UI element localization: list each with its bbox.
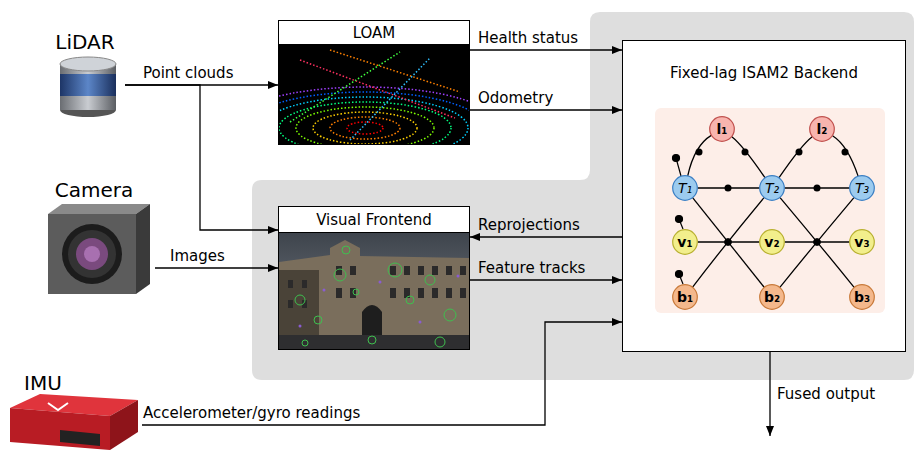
- factor-dot: [725, 239, 732, 246]
- variable-circle: b₁: [672, 284, 698, 310]
- edge-label: Health status: [478, 29, 578, 47]
- module-title: Visual Frontend: [316, 211, 432, 229]
- connector: [693, 198, 764, 287]
- connector: [688, 135, 712, 175]
- connector: [470, 109, 622, 110]
- edge-label: Odometry: [478, 89, 553, 107]
- sensor-device: Camera: [33, 178, 155, 298]
- connector: [780, 198, 854, 288]
- sensor-title: IMU: [2, 371, 142, 395]
- factor-dot: [725, 239, 732, 246]
- connector: [693, 198, 764, 287]
- factor-dot: [796, 149, 803, 156]
- factor-dot: [814, 239, 821, 246]
- variable-circle: T₂: [759, 175, 785, 201]
- sensor-title: LiDAR: [45, 30, 125, 54]
- module-box: Visual Frontend: [278, 206, 470, 350]
- variable-circle: b₃: [849, 284, 875, 310]
- factor-dot: [742, 149, 749, 156]
- factor-dot: [814, 239, 821, 246]
- connector: [155, 267, 278, 268]
- backend-box: Fixed-lag ISAM2 Backend l₁ l₂ T₁ T₂ T₃ v₁ v₂ v₃ b…: [622, 40, 906, 352]
- backend-title: Fixed-lag ISAM2 Backend: [623, 41, 905, 82]
- variable-circle: b₂: [759, 284, 785, 310]
- variable-label: T₃: [855, 180, 869, 196]
- variable-label: l₁: [717, 121, 728, 137]
- variable-circle: l₂: [809, 116, 835, 142]
- variable-label: b₃: [854, 289, 870, 305]
- connector: [470, 279, 622, 280]
- variable-circle: T₃: [849, 175, 875, 201]
- factor-dot: [725, 239, 732, 246]
- variable-circle: v₂: [759, 229, 785, 255]
- connector: [732, 137, 765, 178]
- connector: [142, 322, 622, 425]
- edge-label: Images: [170, 247, 225, 265]
- variable-label: l₂: [817, 121, 828, 137]
- edge-label: Accelerometer/gyro readings: [143, 404, 360, 422]
- variable-label: b₂: [764, 289, 780, 305]
- connector: [833, 136, 859, 176]
- variable-circle: v₁: [672, 229, 698, 255]
- output-label: Fused output: [777, 385, 875, 403]
- variable-circle: l₁: [709, 116, 735, 142]
- module-header: Visual Frontend: [279, 207, 469, 233]
- variable-circle: T₁: [672, 175, 698, 201]
- factor-dot: [814, 239, 821, 246]
- connector: [470, 236, 622, 237]
- sensor-device: IMU: [2, 371, 142, 454]
- connector: [125, 85, 278, 230]
- sensor-device: LiDAR: [45, 30, 125, 118]
- module-header: LOAM: [279, 21, 469, 45]
- module-title: LOAM: [353, 24, 396, 42]
- factor-dot: [842, 149, 849, 156]
- factor-dot: [696, 149, 703, 156]
- module-box: LOAM: [278, 20, 470, 145]
- sensor-title: Camera: [33, 178, 155, 202]
- edge-label: Point clouds: [143, 64, 233, 82]
- variable-circle: v₃: [849, 229, 875, 255]
- variable-label: b₁: [677, 289, 693, 305]
- variable-label: v₂: [764, 234, 779, 250]
- edge-label: Reprojections: [478, 216, 580, 234]
- factor-dot: [814, 185, 821, 192]
- edge-label: Feature tracks: [478, 259, 585, 277]
- connector: [470, 49, 622, 50]
- connector: [780, 198, 854, 288]
- variable-label: v₁: [677, 234, 692, 250]
- factor-dot: [725, 185, 732, 192]
- connector: [779, 137, 812, 178]
- variable-label: v₃: [854, 234, 869, 250]
- variable-label: T₂: [765, 180, 779, 196]
- variable-label: T₁: [678, 180, 692, 196]
